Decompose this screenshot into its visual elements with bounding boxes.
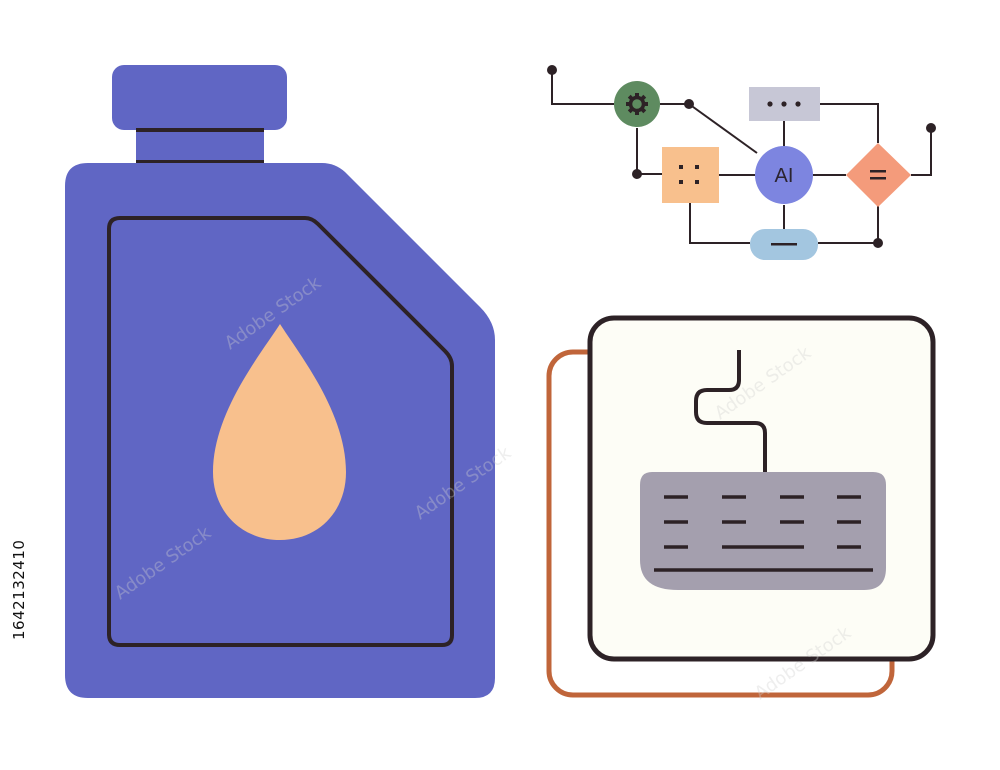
keyboard-cable — [694, 350, 767, 472]
junction-dot-start — [547, 65, 557, 75]
grid-node — [662, 147, 719, 203]
connector-pill-to-diamond — [818, 206, 879, 244]
connector-grid-to-pill — [689, 203, 750, 244]
junction-dot-bottom-right — [873, 238, 883, 248]
connector-gear-down — [636, 128, 663, 175]
oil-canister-icon — [65, 65, 495, 698]
gear-icon — [626, 93, 648, 115]
ai-node — [755, 146, 813, 204]
junction-dot-end — [926, 123, 936, 133]
stock-id-label: 1642132410 — [10, 539, 28, 640]
grid-dots-icon — [679, 165, 699, 184]
wired-keyboard-icon — [640, 472, 886, 590]
junction-dot-gear-right — [684, 99, 694, 109]
diamond-node — [846, 143, 911, 207]
canister-label-outline — [107, 216, 454, 647]
connector-dot-to-ai — [688, 103, 758, 154]
equals-icon — [870, 170, 886, 180]
junction-dot-gear-down — [632, 169, 642, 179]
connector-diamond-right — [911, 128, 932, 176]
minus-icon — [771, 243, 797, 246]
connector-menu-right — [820, 103, 879, 143]
oil-drop-icon — [213, 324, 346, 540]
canister-neck — [136, 128, 264, 166]
connector-start-to-gear — [551, 70, 614, 105]
keyboard-keys — [654, 495, 873, 572]
more-dots-icon — [767, 101, 801, 107]
gear-node — [614, 81, 660, 127]
ai-diagram-nodes: AI — [547, 65, 936, 260]
canister-cap — [112, 65, 287, 130]
ai-node-label: AI — [775, 165, 794, 187]
wired-keyboard-tile — [546, 315, 936, 698]
